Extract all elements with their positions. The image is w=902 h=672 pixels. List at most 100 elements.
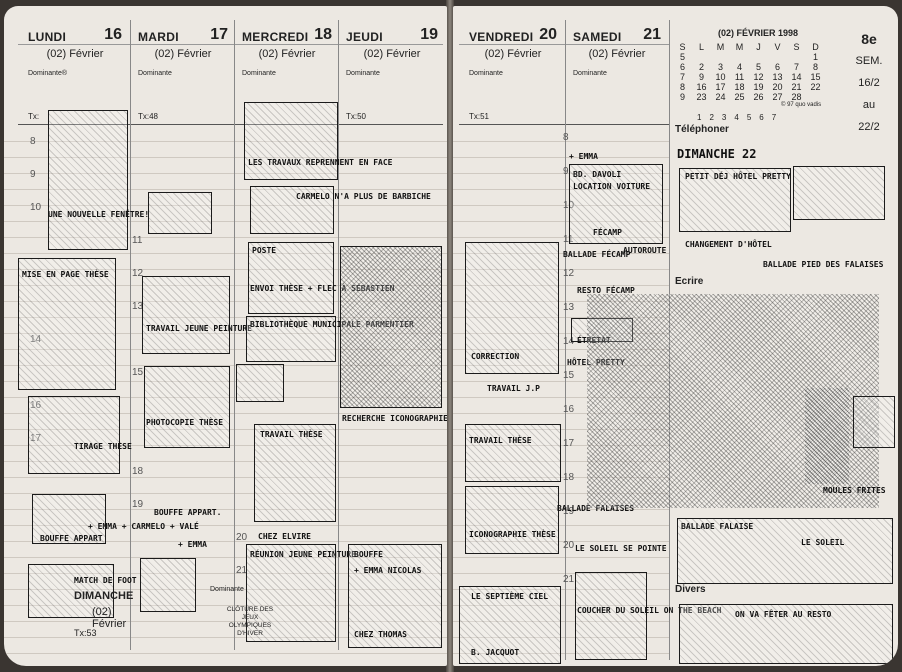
drawing-books: [465, 486, 559, 554]
hour-mark: 19: [563, 506, 575, 517]
dot: 2: [709, 113, 722, 122]
note-travail-these-r: TRAVAIL THÈSE: [469, 436, 532, 445]
binding-gutter: [446, 0, 454, 672]
note-autoroute: AUTOROUTE: [623, 246, 667, 255]
sunday-dominante: Dominante: [210, 586, 244, 593]
hour-mark: 15: [563, 370, 575, 381]
hour-mark: 12: [563, 268, 575, 279]
note-resto: RESTO FÉCAMP: [577, 286, 635, 295]
brand-mark: © 97 quo vadis: [781, 102, 822, 108]
note-resto-fete: ON VA FÊTER AU RESTO: [735, 610, 832, 619]
drawing-etretat-car: [571, 318, 633, 342]
calendar-header-row: S L M M J V S D: [673, 42, 825, 52]
drawing-restaurant: [679, 604, 893, 664]
note-changement-hotel: CHANGEMENT D'HÔTEL: [685, 240, 772, 249]
note-carmelo: CARMELO N'A PLUS DE BARBICHE: [296, 192, 431, 201]
calendar-cell: 9: [698, 72, 704, 82]
calendar-cell: 20: [772, 82, 783, 92]
dot: 6: [759, 113, 772, 122]
header-subrule: [459, 44, 669, 45]
calendar-cell: 24: [715, 92, 726, 102]
day-month: (02) Février: [588, 48, 646, 60]
drawing-reunion: [246, 544, 336, 642]
note-etretat: ÉTRETAT: [577, 336, 611, 345]
tx-label: Tx:: [28, 112, 40, 121]
week-from: 16/2: [858, 77, 880, 89]
hour-mark: 16: [563, 404, 575, 415]
note-fecamp: FÉCAMP: [593, 228, 622, 237]
weekday-header: S: [793, 42, 800, 52]
drawing-car-rental: [569, 164, 663, 244]
hour-mark: 12: [132, 268, 144, 279]
note-petit-dej: PETIT DÉJ HÔTEL PRETTY: [685, 172, 791, 181]
calendar-cell: 15: [810, 72, 821, 82]
calendar-cell: 7: [679, 72, 685, 82]
note-dimanche-22: DIMANCHE 22: [677, 147, 757, 161]
hour-mark: 11: [132, 235, 143, 246]
note-ballade-pied: BALLADE PIED DES FALAISES: [763, 260, 884, 269]
week-end: 22/2: [858, 121, 880, 133]
tx-label: Tx:50: [346, 112, 367, 121]
week-to: au: [862, 99, 876, 111]
calendar-cell: 7: [793, 62, 799, 72]
dot: 1: [697, 113, 710, 122]
calendar-cell: 27: [772, 92, 783, 102]
day-name: VENDREDI: [469, 30, 534, 44]
drawing-computer: [18, 258, 116, 390]
drawing-sunset-beach: [575, 572, 647, 660]
day-name: MERCREDI: [242, 30, 309, 44]
note-bouffe-appart-2: BOUFFE APPART.: [154, 508, 222, 517]
drawing-armchair-reading: [340, 246, 442, 408]
calendar-cell: 28: [791, 92, 802, 102]
drawing-carmelo: [250, 186, 334, 234]
day-month: (02) Février: [258, 48, 316, 60]
calendar-cell: 2: [698, 62, 704, 72]
hour-mark: 9: [563, 166, 569, 177]
hour-mark: 20: [236, 532, 248, 543]
column-divider: [234, 20, 235, 650]
dominante-label: Dominante: [346, 70, 380, 77]
day-header-lundi: LUNDI 16 (02) Février Dominante® Tx:: [22, 26, 128, 122]
dot: 7: [771, 113, 785, 122]
day-header-samedi: SAMEDI 21 (02) Février Dominante: [567, 26, 667, 122]
day-name: MARDI: [138, 30, 179, 44]
day-number: 16: [104, 26, 122, 43]
note-chez-elvire: CHEZ ELVIRE: [258, 532, 311, 541]
week-number: 8e: [861, 31, 877, 47]
note-ballade-falaise: BALLADE FALAISE: [681, 522, 754, 531]
drawing-bouffe-thomas: [348, 544, 442, 648]
hour-mark: 13: [563, 302, 575, 313]
drawing-breakfast: [679, 168, 791, 232]
note-coucher: COUCHER DU SOLEIL ON THE BEACH: [577, 606, 722, 615]
note-jeune-peinture: TRAVAIL JEUNE PEINTURE: [146, 324, 252, 333]
note-post: POSTE: [252, 246, 277, 255]
day-header-vendredi: VENDREDI 20 (02) Février Dominante Tx:51: [463, 26, 563, 122]
calendar-cell: 12: [753, 72, 764, 82]
week-info: 8e SEM. 16/2 au 22/2: [847, 28, 891, 138]
calendar-cell: [730, 52, 749, 62]
dot: 3: [721, 113, 735, 122]
day-number: 17: [210, 26, 228, 43]
calendar-cell: 9: [679, 92, 685, 102]
note-window: UNE NOUVELLE FENÊTRE!: [48, 210, 150, 219]
header-subrule: [18, 44, 443, 45]
tx-label: Tx:48: [138, 112, 159, 121]
drawing-works: [244, 102, 338, 180]
note-moules: MOULES FRITES: [823, 486, 886, 495]
dominante-label: Dominante®: [28, 70, 68, 77]
hour-mark: 13: [132, 301, 144, 312]
hour-mark: 17: [30, 433, 41, 444]
day-month: (02) Février: [363, 48, 421, 60]
drawing-these-computer: [465, 424, 561, 482]
sunday-name: DIMANCHE: [74, 590, 134, 602]
drawing-tv: [140, 558, 196, 612]
note-envoi: ENVOI THÈSE + FLEC À SÉBASTIEN: [250, 284, 395, 293]
drawing-printer: [28, 396, 120, 474]
drawing-needle-rock: [805, 388, 849, 484]
column-divider: [669, 20, 670, 660]
day-number: 19: [420, 26, 438, 43]
calendar-cell: 6: [774, 62, 780, 72]
hour-mark: 14: [30, 334, 41, 345]
